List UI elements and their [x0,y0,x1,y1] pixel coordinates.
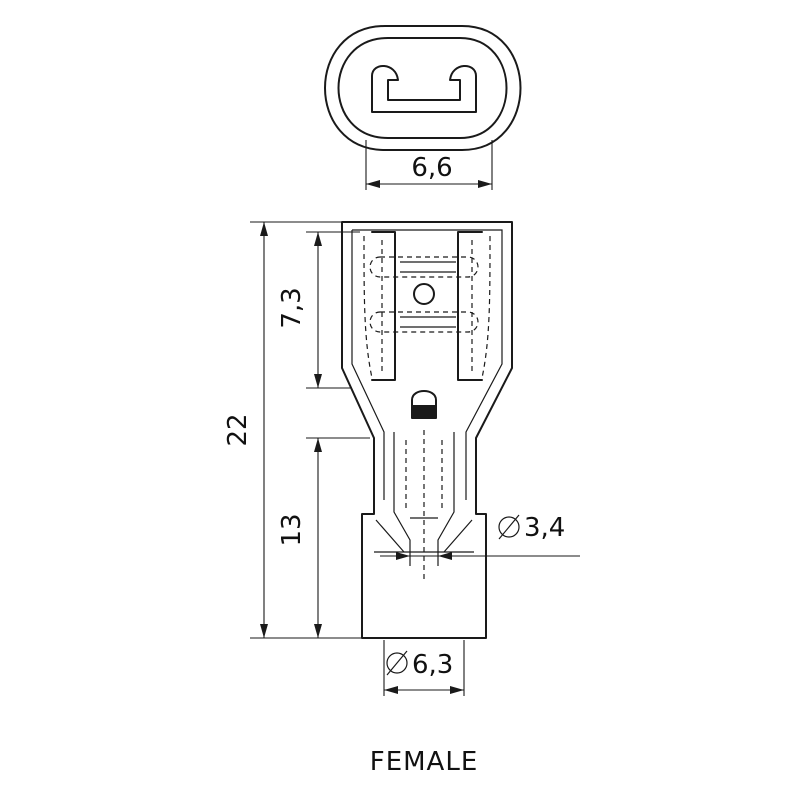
contact-clip-left [371,231,396,381]
diameter-symbol-icon [386,652,408,674]
top-width-arrow-left [366,180,380,188]
blade-slot-upper [369,256,479,278]
crimp-barrel [393,432,411,566]
wire-diameter-label: 3,4 [524,513,565,543]
wire-stop [411,390,437,419]
dim-insulation-diameter: 6,3 [383,640,465,696]
end-view-inner-outline [337,37,508,139]
top-width-label: 6,6 [411,153,452,183]
dim-wire-diameter: 3,4 [380,513,580,560]
dim-total-length: 22 [223,221,362,639]
end-view: 6,6 [324,25,522,190]
contact-clip-right [457,231,483,381]
dim-sleeve-length: 13 [277,437,370,638]
contact-length-label: 7,3 [277,287,307,328]
caption-label: FEMALE [370,747,479,777]
terminal-inner-outline [352,229,503,500]
detent-hole [413,283,435,305]
diameter-symbol-icon [498,516,520,538]
sleeve-length-label: 13 [277,513,307,546]
dim-contact-length: 7,3 [277,231,360,389]
side-view [341,221,513,639]
end-view-contact-slot [371,65,477,113]
blade-slot-lower [369,311,479,333]
terminal-body-outline [341,221,513,639]
total-length-label: 22 [223,413,253,446]
insulation-diameter-label: 6,3 [412,650,453,680]
top-width-arrow-right [478,180,492,188]
end-view-outer-outline [324,25,522,151]
